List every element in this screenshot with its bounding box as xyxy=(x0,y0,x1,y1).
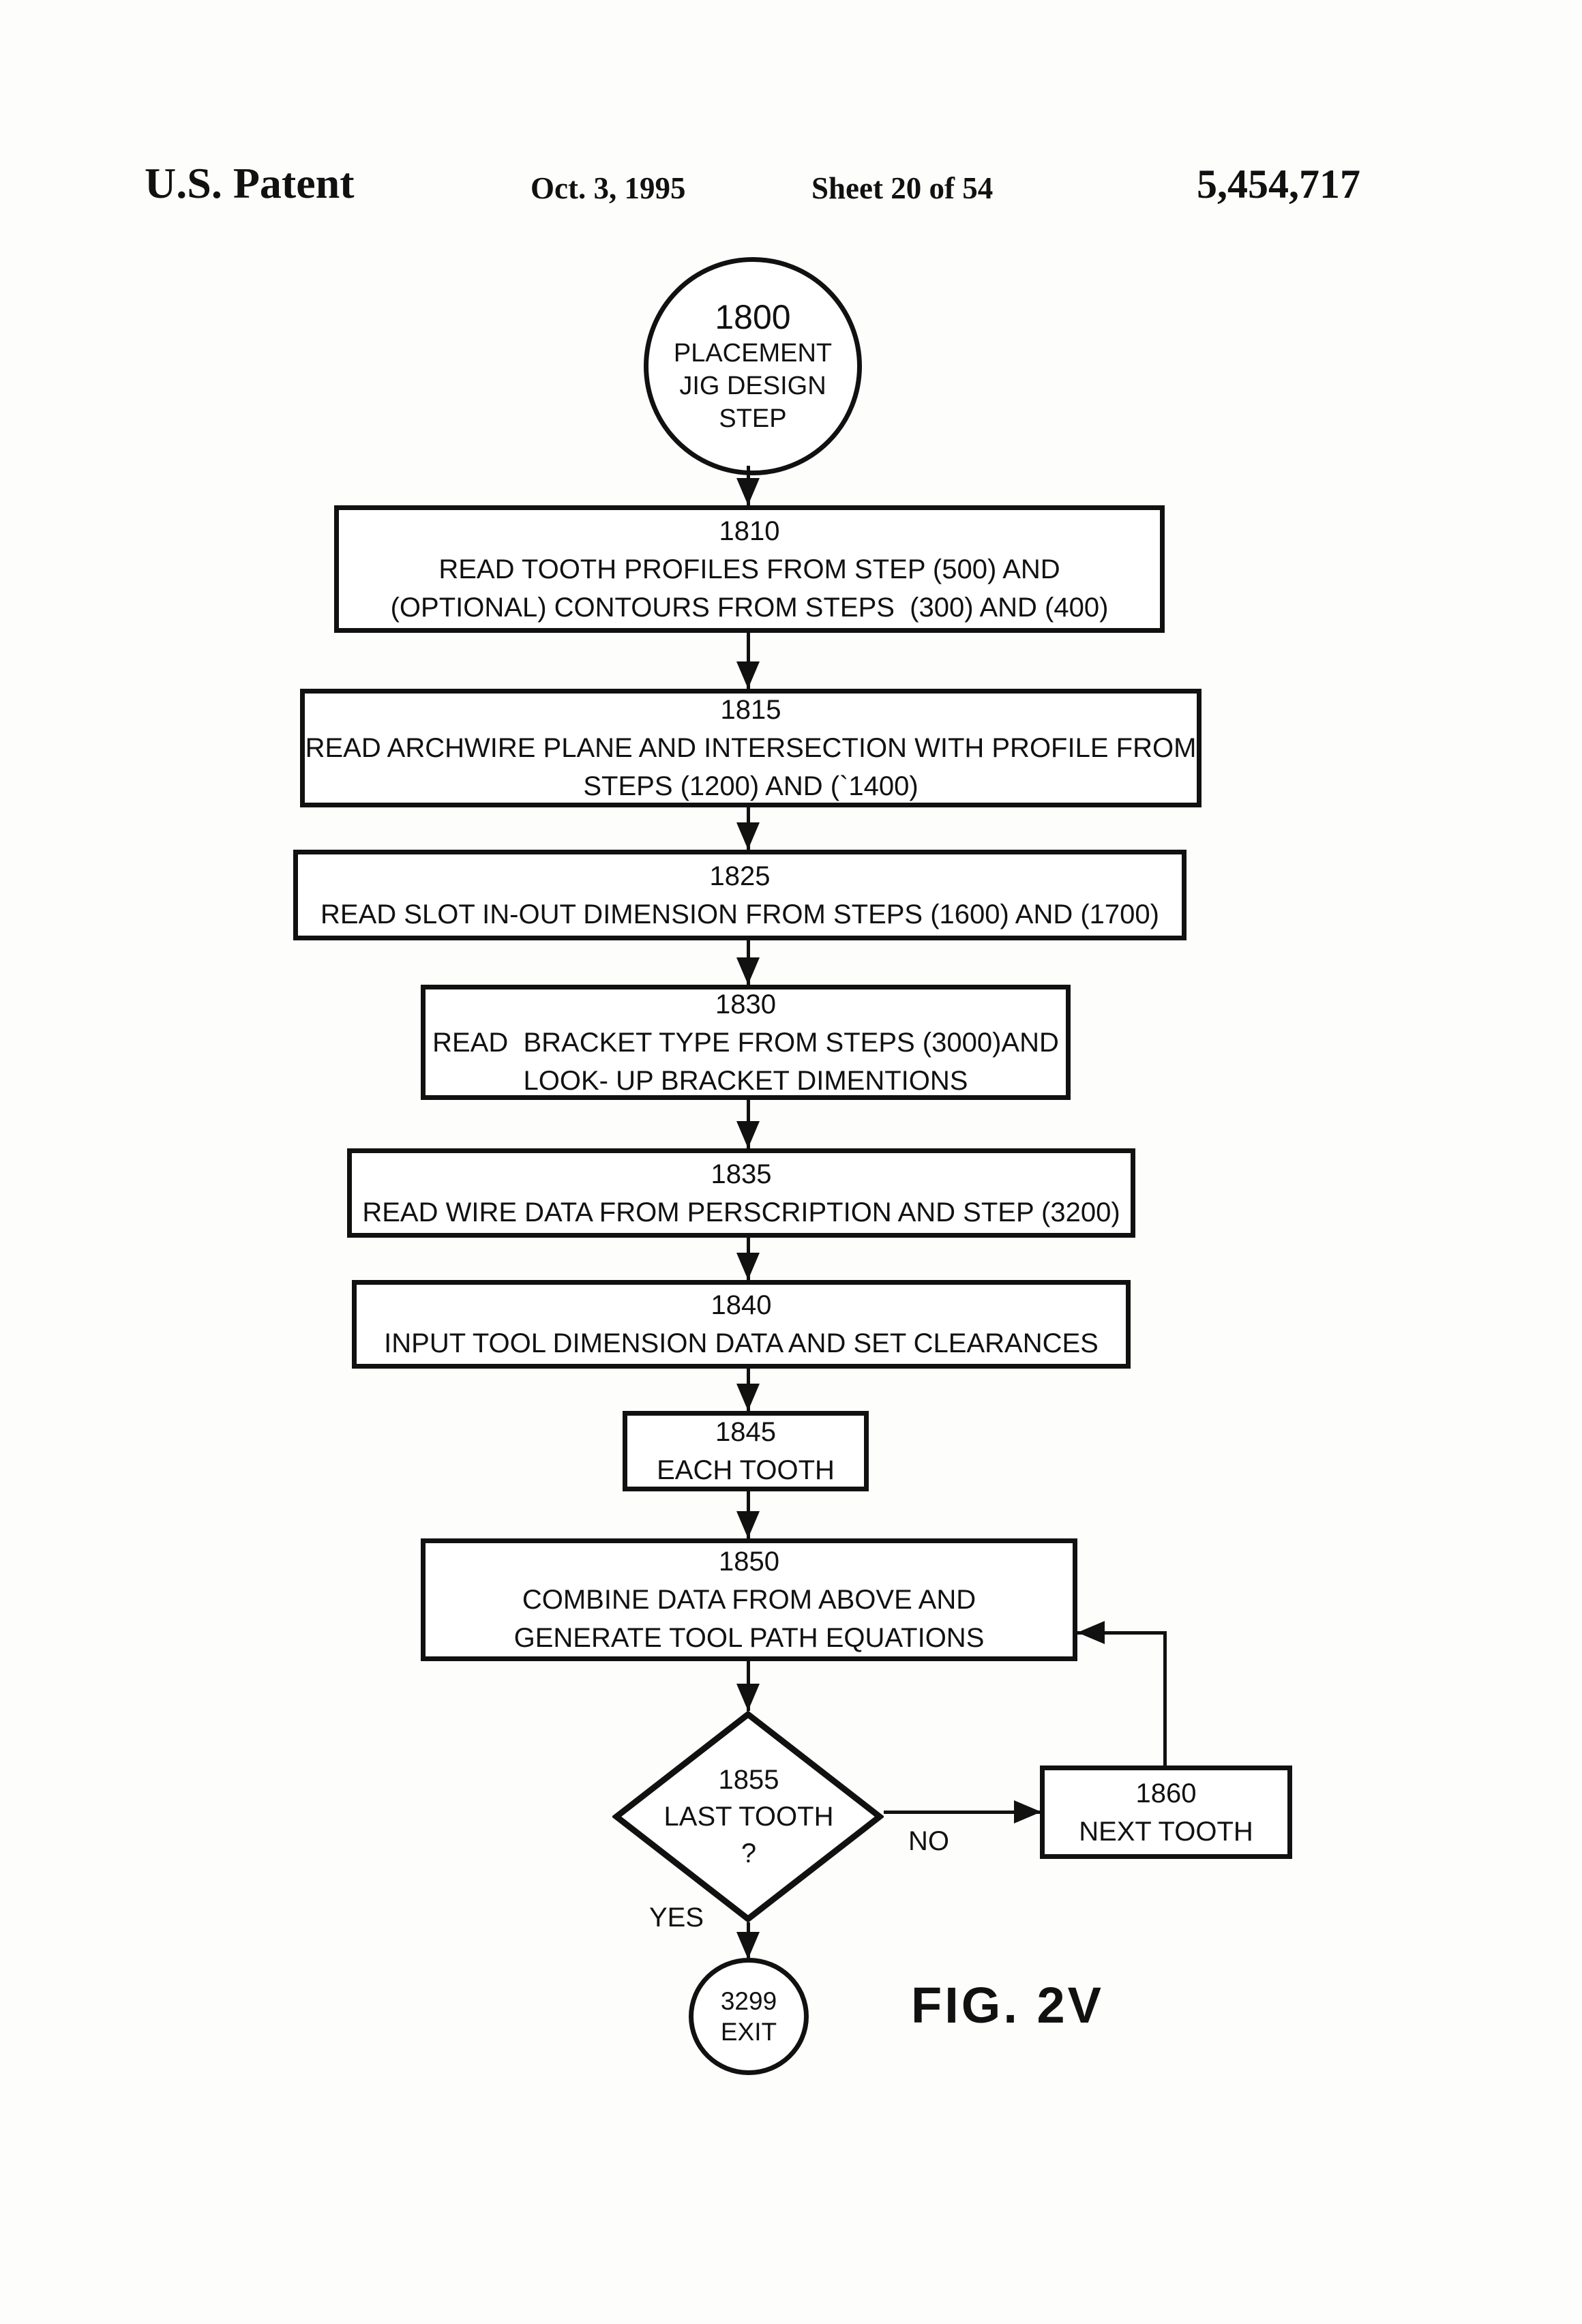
arrowhead-down-icon xyxy=(736,1932,760,1959)
figure-caption: FIG. 2V xyxy=(911,1977,1104,2034)
connector-1810-1815 xyxy=(747,633,750,689)
node-line: READ ARCHWIRE PLANE AND INTERSECTION WIT… xyxy=(305,733,1197,763)
node-line: JIG DESIGN xyxy=(679,372,826,400)
node-id: 1845 xyxy=(715,1417,776,1447)
decision-text-1855: 1855 LAST TOOTH ? xyxy=(646,1735,851,1898)
arrowhead-left-icon xyxy=(1077,1621,1105,1644)
patent-header-sheet: Sheet 20 of 54 xyxy=(811,171,994,205)
node-line: ? xyxy=(741,1838,757,1868)
node-line: STEPS (1200) AND (`1400) xyxy=(583,771,919,801)
flow-box-1815: 1815 READ ARCHWIRE PLANE AND INTERSECTIO… xyxy=(300,689,1202,807)
connector-1855-1860 xyxy=(884,1811,1043,1814)
arrowhead-down-icon xyxy=(736,1253,760,1280)
node-line: (OPTIONAL) CONTOURS FROM STEPS (300) AND… xyxy=(390,592,1109,623)
flow-box-1835: 1835 READ WIRE DATA FROM PERSCRIPTION AN… xyxy=(347,1148,1135,1238)
flow-start-circle-1800: 1800 PLACEMENT JIG DESIGN STEP xyxy=(644,257,862,475)
node-line: EXIT xyxy=(720,2018,777,2046)
arrowhead-down-icon xyxy=(736,822,760,850)
arrowhead-down-icon xyxy=(736,1511,760,1538)
node-id: 1825 xyxy=(709,861,771,891)
node-id: 1835 xyxy=(711,1159,772,1189)
flow-box-1840: 1840 INPUT TOOL DIMENSION DATA AND SET C… xyxy=(352,1280,1131,1369)
node-line: STEP xyxy=(719,404,787,433)
patent-header-title: U.S. Patent xyxy=(145,159,355,207)
node-id: 1855 xyxy=(718,1765,779,1795)
node-line: READ TOOTH PROFILES FROM STEP (500) AND xyxy=(438,554,1060,584)
edge-label-no: NO xyxy=(908,1826,949,1856)
node-line: GENERATE TOOL PATH EQUATIONS xyxy=(513,1623,985,1653)
node-line: COMBINE DATA FROM ABOVE AND xyxy=(522,1585,976,1615)
node-line: READ SLOT IN-OUT DIMENSION FROM STEPS (1… xyxy=(320,899,1159,929)
arrowhead-down-icon xyxy=(736,661,760,689)
flow-box-1825: 1825 READ SLOT IN-OUT DIMENSION FROM STE… xyxy=(293,850,1186,940)
edge-label-yes: YES xyxy=(649,1903,704,1933)
node-line: EACH TOOTH xyxy=(657,1455,835,1485)
connector-1860-feedback-vertical xyxy=(1163,1631,1167,1766)
node-line: PLACEMENT xyxy=(673,339,833,368)
node-id: 1815 xyxy=(720,695,781,725)
node-line: READ WIRE DATA FROM PERSCRIPTION AND STE… xyxy=(362,1197,1120,1227)
arrowhead-down-icon xyxy=(736,1121,760,1148)
node-line: NEXT TOOTH xyxy=(1079,1816,1253,1847)
flow-exit-circle-3299: 3299 EXIT xyxy=(689,1958,809,2075)
arrowhead-down-icon xyxy=(736,1384,760,1411)
flow-box-1845: 1845 EACH TOOTH xyxy=(623,1411,869,1491)
node-id: 1830 xyxy=(715,989,776,1019)
arrowhead-down-icon xyxy=(736,957,760,985)
node-id: 3299 xyxy=(720,1987,777,2015)
diamond-shape xyxy=(611,1710,885,1923)
arrowhead-down-icon xyxy=(736,1684,760,1711)
node-id: 1860 xyxy=(1135,1778,1197,1808)
node-line: READ BRACKET TYPE FROM STEPS (3000)AND xyxy=(432,1027,1059,1058)
node-id: 1850 xyxy=(719,1547,779,1577)
flow-decision-1855 xyxy=(611,1710,885,1923)
patent-header-number: 5,454,717 xyxy=(1197,162,1360,207)
patent-header-date: Oct. 3, 1995 xyxy=(531,171,686,205)
flow-box-1810: 1810 READ TOOTH PROFILES FROM STEP (500)… xyxy=(334,505,1165,633)
node-id: 1840 xyxy=(711,1290,772,1320)
flow-box-1830: 1830 READ BRACKET TYPE FROM STEPS (3000)… xyxy=(421,985,1071,1100)
node-line: LAST TOOTH xyxy=(663,1802,834,1832)
flow-box-1860: 1860 NEXT TOOTH xyxy=(1040,1766,1292,1859)
flow-box-1850: 1850 COMBINE DATA FROM ABOVE AND GENERAT… xyxy=(421,1538,1077,1661)
arrowhead-down-icon xyxy=(736,478,760,505)
arrowhead-right-icon xyxy=(1014,1800,1041,1823)
node-id: 1810 xyxy=(719,516,780,546)
node-id: 1800 xyxy=(715,298,791,336)
node-line: INPUT TOOL DIMENSION DATA AND SET CLEARA… xyxy=(384,1328,1099,1358)
node-line: LOOK- UP BRACKET DIMENTIONS xyxy=(523,1065,968,1096)
connector-1860-feedback-horizontal xyxy=(1077,1631,1167,1635)
